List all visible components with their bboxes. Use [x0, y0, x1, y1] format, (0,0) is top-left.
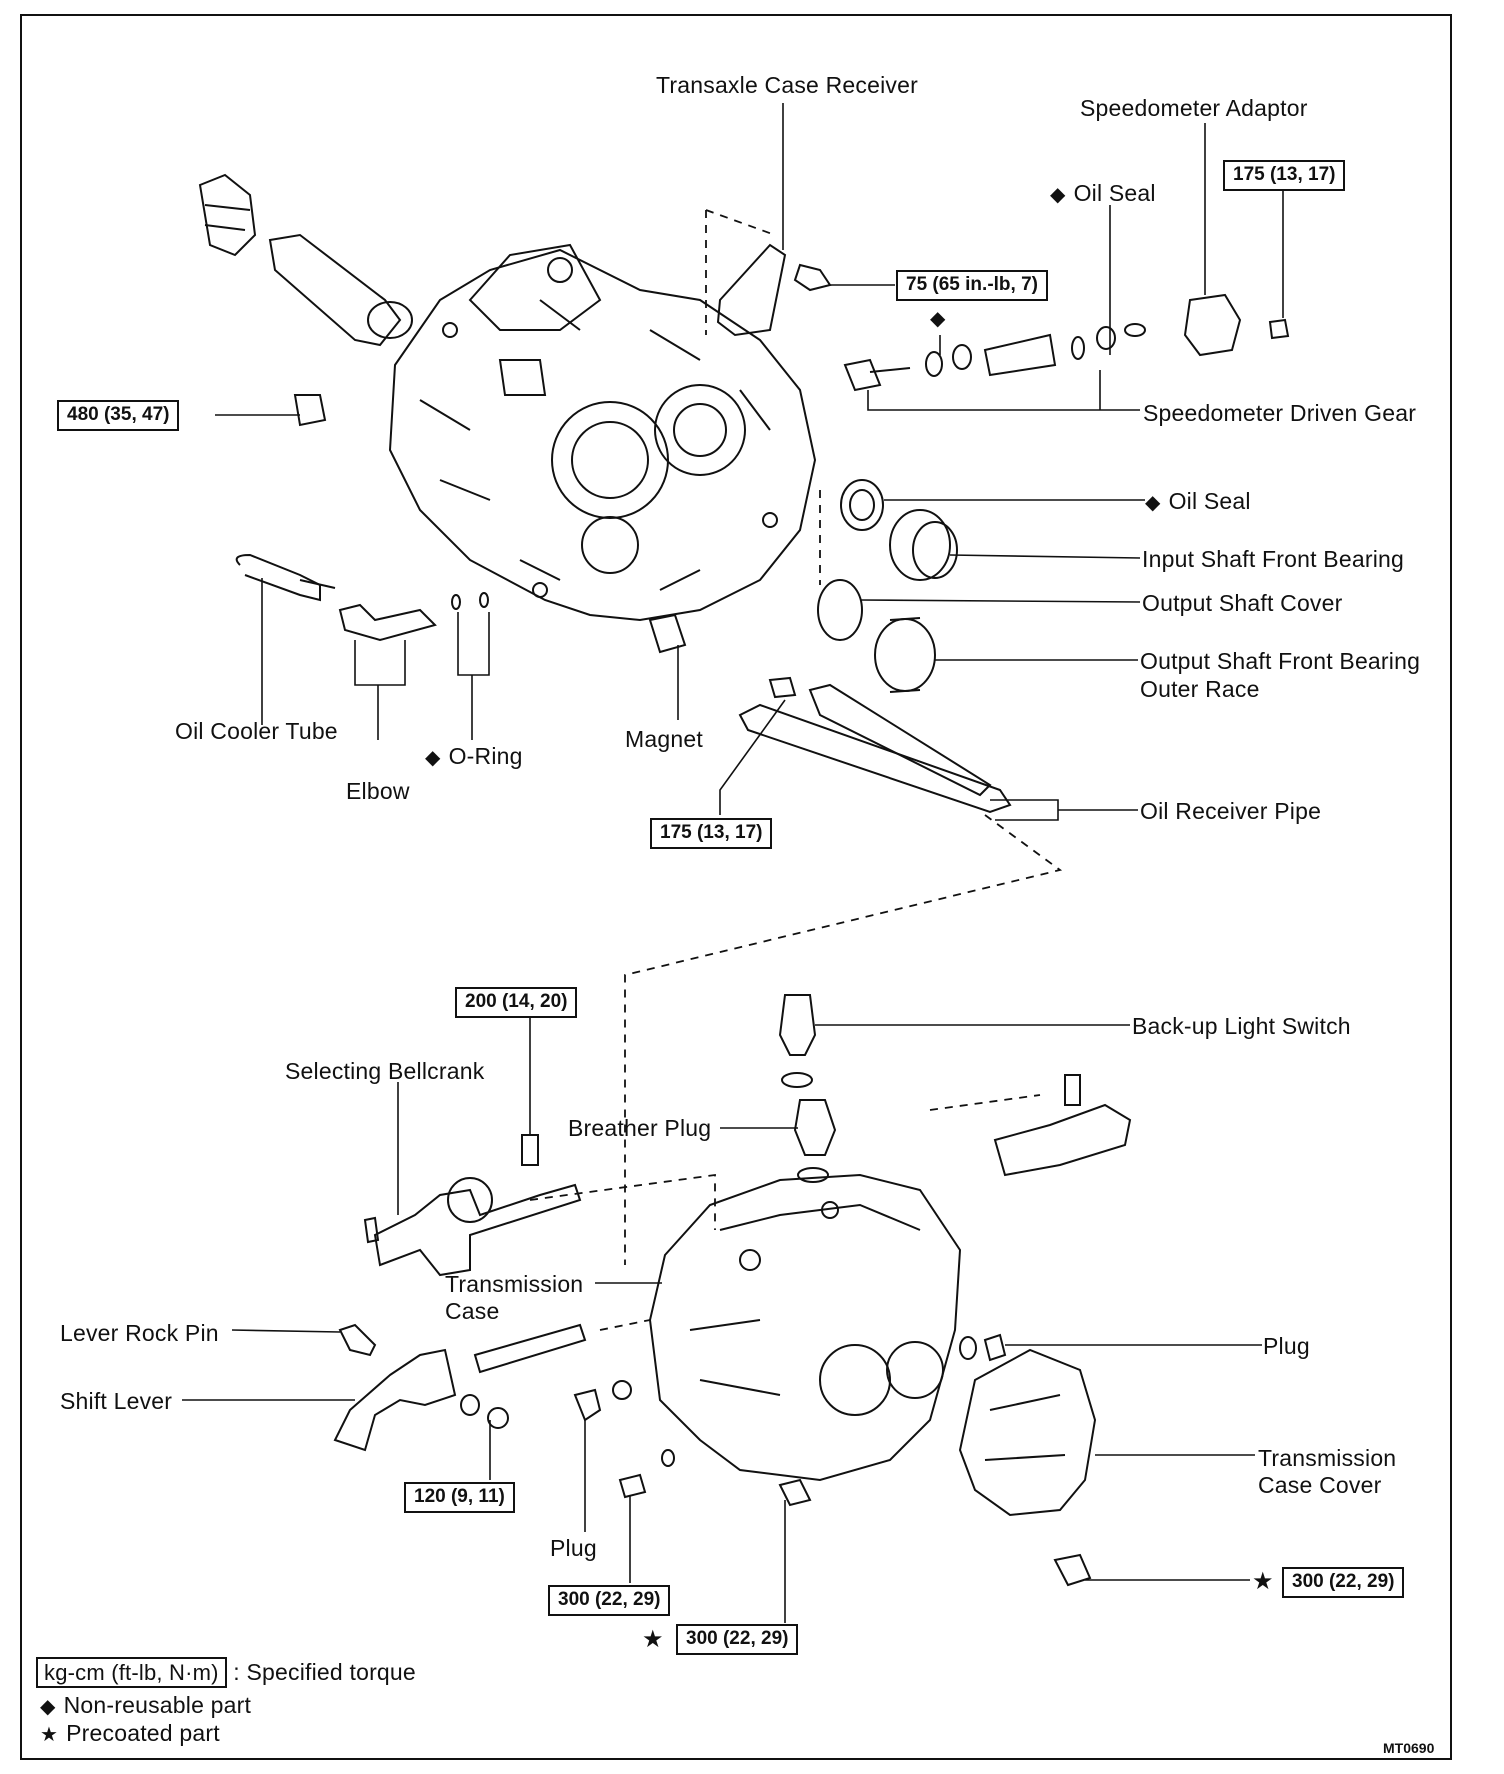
speedometer-parts	[843, 293, 1290, 392]
diagram-frame	[20, 14, 1452, 1760]
label-o-ring-text: O-Ring	[448, 743, 523, 769]
label-oil-seal-top-text: Oil Seal	[1073, 180, 1156, 206]
oil-cooler-tube-part	[235, 553, 489, 642]
diamond-icon: ◆	[1145, 492, 1161, 514]
label-back-up-light-switch: Back-up Light Switch	[1132, 1013, 1351, 1039]
label-speedometer-driven-gear: Speedometer Driven Gear	[1143, 400, 1417, 426]
label-transmission-case-cover: Transmission	[1258, 1445, 1397, 1471]
legend-torque-desc: : Specified torque	[233, 1659, 416, 1685]
star-icon: ★	[1252, 1568, 1274, 1595]
diamond-icon: ◆	[930, 308, 946, 330]
label-oil-cooler-tube: Oil Cooler Tube	[175, 718, 338, 744]
label-shift-lever: Shift Lever	[60, 1388, 173, 1414]
label-o-ring: ◆ O-Ring	[425, 743, 523, 770]
release-fork	[198, 173, 413, 347]
label-magnet: Magnet	[625, 726, 703, 752]
label-oil-seal-top: ◆ Oil Seal	[1050, 180, 1156, 207]
legend-precoated-text: Precoated part	[66, 1720, 220, 1746]
transmission-case	[648, 1173, 962, 1482]
figure-code: MT0690	[1383, 1740, 1435, 1756]
label-lever-rock-pin: Lever Rock Pin	[60, 1320, 219, 1346]
torque-box-300-mid: 300 (22, 29)	[676, 1624, 799, 1655]
label-plug-bottom: Plug	[550, 1535, 597, 1561]
label-outer-race: Outer Race	[1140, 676, 1260, 702]
label-output-shaft-front-bearing: Output Shaft Front Bearing	[1140, 648, 1421, 674]
star-icon: ★	[642, 1626, 664, 1653]
label-input-shaft-front-bearing: Input Shaft Front Bearing	[1142, 546, 1404, 572]
diamond-icon: ◆	[1050, 184, 1066, 206]
torque-box-480: 480 (35, 47)	[57, 400, 180, 431]
torque-box-300-left: 300 (22, 29)	[548, 1585, 671, 1616]
label-plug-right: Plug	[1263, 1333, 1310, 1359]
label-transmission-case: Transmission	[445, 1271, 584, 1297]
legend-non-reusable: ◆ Non-reusable part	[40, 1692, 251, 1719]
label-oil-seal-mid-text: Oil Seal	[1168, 488, 1251, 514]
star-icon: ★	[40, 1724, 59, 1746]
label-oil-seal-mid: ◆ Oil Seal	[1145, 488, 1251, 515]
transmission-case-cover-part	[958, 1348, 1097, 1517]
label-breather-plug: Breather Plug	[568, 1115, 712, 1141]
diamond-icon: ◆	[425, 747, 441, 769]
label-speedometer-adaptor: Speedometer Adaptor	[1080, 95, 1308, 121]
legend-precoated: ★ Precoated part	[40, 1720, 220, 1747]
label-output-shaft-cover: Output Shaft Cover	[1142, 590, 1343, 616]
legend-torque: kg-cm (ft-lb, N·m) : Specified torque	[36, 1657, 416, 1689]
transaxle-case-housing	[388, 243, 817, 622]
label-transmission-case-2: Case	[445, 1298, 500, 1324]
diamond-icon: ◆	[40, 1696, 56, 1718]
torque-box-bellcrank: 200 (14, 20)	[455, 987, 578, 1018]
legend-non-reusable-text: Non-reusable part	[63, 1692, 252, 1718]
torque-box-oil-receiver-pipe: 175 (13, 17)	[650, 818, 773, 849]
label-transmission-case-cover-2: Case Cover	[1258, 1472, 1382, 1498]
torque-box-300-right: 300 (22, 29)	[1282, 1567, 1405, 1598]
torque-box-120: 120 (9, 11)	[404, 1482, 515, 1513]
label-elbow: Elbow	[346, 778, 410, 804]
label-oil-receiver-pipe: Oil Receiver Pipe	[1140, 798, 1322, 824]
label-selecting-bellcrank: Selecting Bellcrank	[285, 1058, 485, 1084]
torque-box-receiver-bolt: 75 (65 in.-lb, 7)	[896, 270, 1048, 301]
torque-value-300-mid: 300 (22, 29)	[686, 1628, 789, 1649]
label-transaxle-case-receiver: Transaxle Case Receiver	[656, 72, 918, 98]
legend-torque-unit-box: kg-cm (ft-lb, N·m)	[36, 1657, 227, 1689]
torque-box-speedometer-bolt: 175 (13, 17)	[1223, 160, 1346, 191]
